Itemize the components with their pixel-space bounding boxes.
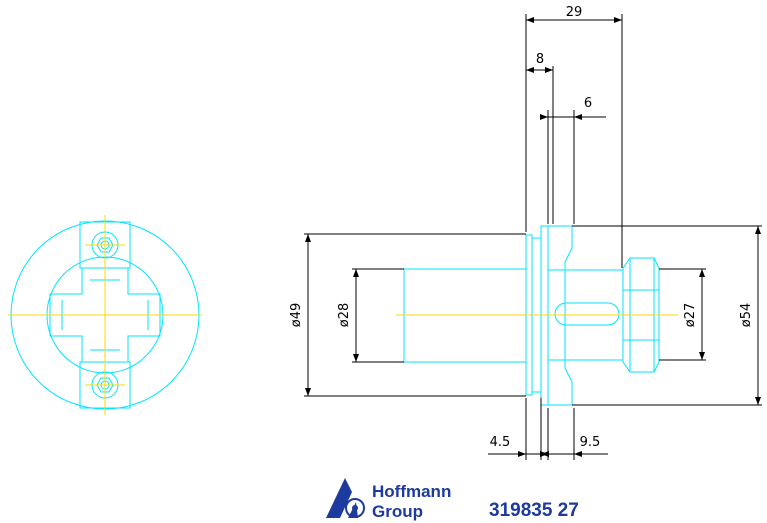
dimension-lines bbox=[304, 14, 762, 460]
dim-dia-28: ø28 bbox=[337, 303, 352, 328]
dim-6: 6 bbox=[584, 96, 592, 111]
dim-29: 29 bbox=[566, 5, 583, 20]
end-view-centerlines bbox=[8, 215, 202, 415]
arrowheads bbox=[305, 17, 761, 457]
dim-dia-49: ø49 bbox=[289, 303, 304, 328]
logo-gear-icon bbox=[345, 498, 365, 518]
logo-triangle-icon bbox=[326, 478, 352, 518]
dim-dia-54: ø54 bbox=[739, 303, 754, 328]
dim-9-5: 9.5 bbox=[580, 435, 601, 450]
company-name-line2: Group bbox=[372, 502, 423, 521]
dim-4-5: 4.5 bbox=[490, 435, 511, 450]
dim-dia-27: ø27 bbox=[683, 303, 698, 328]
end-view-cross bbox=[49, 267, 161, 363]
collar bbox=[540, 225, 573, 406]
dim-8: 8 bbox=[536, 52, 544, 67]
keyway bbox=[554, 302, 620, 326]
company-name-line1: Hoffmann bbox=[372, 482, 451, 501]
hoffmann-logo: Hoffmann Group bbox=[326, 478, 451, 521]
nut bbox=[622, 257, 660, 373]
part-number: 319835 27 bbox=[489, 500, 579, 521]
